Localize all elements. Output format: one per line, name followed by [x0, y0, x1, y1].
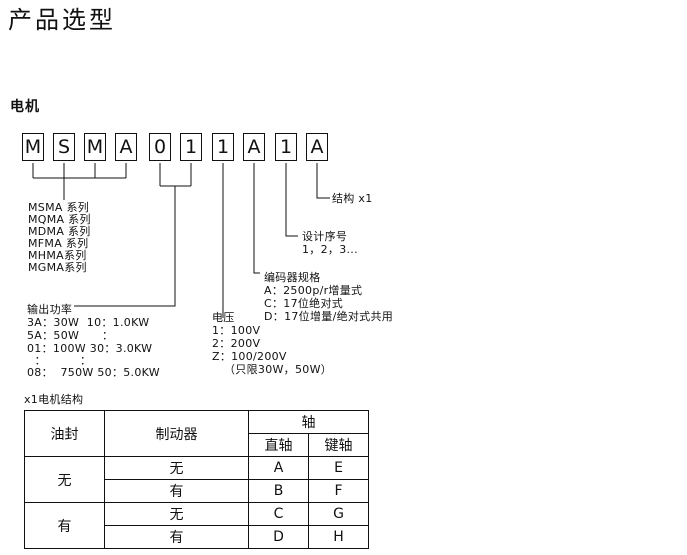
design-seq-label: 设计序号 — [302, 230, 348, 243]
header-key-shaft: 键轴 — [308, 433, 369, 457]
power-row: ： ： — [27, 354, 92, 367]
code-box-9: 1 — [275, 133, 297, 161]
cell-brake: 有 — [104, 525, 249, 549]
code-box-7: 1 — [212, 133, 234, 161]
cell-oil-seal: 有 — [24, 502, 105, 549]
code-box-3: M — [84, 133, 106, 161]
power-row: 3A：30W 10：1.0KW — [27, 316, 150, 329]
power-label: 输出功率 — [27, 303, 73, 316]
cell-oil-seal: 无 — [24, 456, 105, 503]
encoder-item: D：17位增量/绝对式共用 — [264, 310, 394, 323]
design-seq-values: 1，2，3... — [302, 243, 358, 256]
header-oil-seal: 油封 — [24, 410, 105, 457]
voltage-label: 电压 — [212, 311, 235, 324]
page-title: 产品选型 — [8, 6, 116, 34]
code-box-2: S — [53, 133, 75, 161]
structure-table: 油封 制动器 轴 直轴 键轴 无 无 A E 有 B F 有 无 C G 有 D… — [24, 410, 369, 549]
voltage-item: Z：100/200V — [212, 350, 287, 363]
cell-brake: 无 — [104, 502, 249, 526]
encoder-item: A：2500p/r增量式 — [264, 284, 363, 297]
table-caption: x1电机结构 — [24, 393, 84, 406]
power-row: 08： 750W 50：5.0KW — [27, 366, 160, 379]
power-row: 5A：50W ： — [27, 329, 114, 342]
cell-brake: 有 — [104, 479, 249, 503]
code-box-6: 1 — [180, 133, 202, 161]
cell-brake: 无 — [104, 456, 249, 480]
power-row: 01：100W 30：3.0KW — [27, 342, 153, 355]
table-row: 无 无 A E — [24, 456, 369, 503]
series-item: MGMA系列 — [28, 261, 87, 274]
code-box-4: A — [115, 133, 137, 161]
voltage-item: 1：100V — [212, 324, 261, 337]
series-item: MQMA 系列 — [28, 213, 91, 226]
table-subheader-row: 直轴 键轴 — [25, 433, 369, 457]
code-box-10: A — [306, 133, 328, 161]
series-item: MFMA 系列 — [28, 237, 89, 250]
header-brake: 制动器 — [104, 410, 249, 457]
cell-key: E — [308, 456, 369, 480]
series-item: MSMA 系列 — [28, 201, 90, 214]
table-row: 有 无 C G — [24, 502, 369, 549]
cell-straight: B — [248, 479, 309, 503]
structure-label: 结构 x1 — [332, 192, 373, 205]
header-shaft: 轴 — [248, 410, 369, 434]
table-header-row: 油封 制动器 轴 — [24, 410, 369, 457]
cell-straight: D — [248, 525, 309, 549]
code-box-5: 0 — [149, 133, 171, 161]
cell-key: F — [308, 479, 369, 503]
series-item: MDMA 系列 — [28, 225, 91, 238]
encoder-item: C：17位绝对式 — [264, 297, 344, 310]
cell-straight: C — [248, 502, 309, 526]
header-straight-shaft: 直轴 — [248, 433, 309, 457]
voltage-note: （只限30W，50W） — [224, 363, 333, 376]
table-row: 有 D H — [25, 525, 369, 549]
section-heading: 电机 — [10, 99, 40, 115]
code-box-1: M — [22, 133, 44, 161]
cell-key: H — [308, 525, 369, 549]
cell-straight: A — [248, 456, 309, 480]
series-item: MHMA系列 — [28, 249, 87, 262]
cell-key: G — [308, 502, 369, 526]
table-row: 有 B F — [25, 479, 369, 503]
encoder-label: 编码器规格 — [264, 271, 321, 284]
code-box-8: A — [243, 133, 265, 161]
voltage-item: 2：200V — [212, 337, 261, 350]
